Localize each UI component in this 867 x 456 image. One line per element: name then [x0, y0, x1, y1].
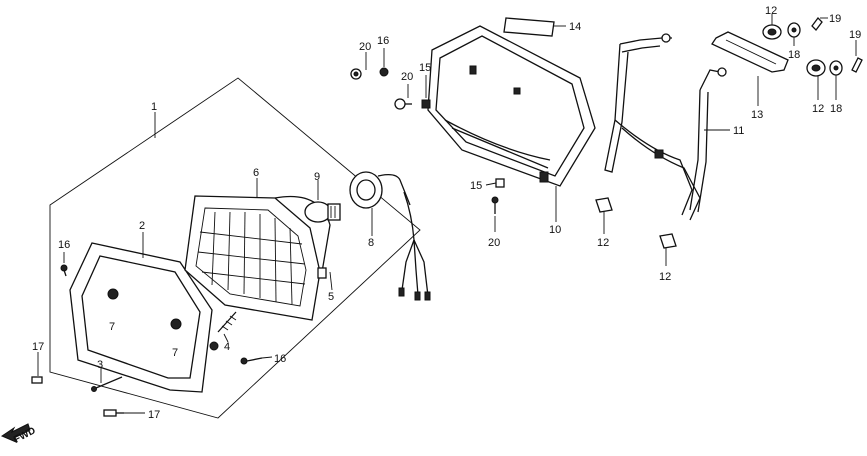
rim-clip — [209, 341, 219, 351]
callout-15a: 15 — [419, 62, 431, 74]
callout-20a: 20 — [359, 41, 371, 53]
callout-18a: 18 — [788, 49, 800, 61]
screw-16c — [240, 357, 263, 365]
callout-20c: 20 — [488, 237, 500, 249]
washer-18b — [829, 60, 843, 76]
screw-17a — [31, 376, 43, 384]
headlight-case — [427, 25, 596, 187]
callout-7a: 7 — [109, 321, 115, 333]
callout-5: 5 — [328, 291, 334, 303]
callout-3: 3 — [97, 359, 103, 371]
adjuster-5 — [317, 267, 327, 279]
headlight-stay — [604, 33, 727, 221]
callout-9: 9 — [314, 171, 320, 183]
pin-19a — [811, 17, 823, 31]
leader-16c — [261, 356, 273, 359]
stay-plate — [711, 31, 789, 73]
leader-4 — [223, 333, 229, 343]
bolt-20c — [491, 196, 499, 214]
callout-17a: 17 — [32, 341, 44, 353]
grommet-12c — [595, 197, 613, 213]
callout-12a: 12 — [765, 5, 777, 17]
screw-17b — [103, 409, 124, 417]
socket-harness — [349, 171, 431, 301]
callout-10: 10 — [549, 224, 561, 236]
callout-20b: 20 — [401, 71, 413, 83]
callout-19b: 19 — [849, 29, 861, 41]
callout-13: 13 — [751, 109, 763, 121]
callout-8: 8 — [368, 237, 374, 249]
callout-7b: 7 — [172, 347, 178, 359]
callout-16c: 16 — [274, 353, 286, 365]
callout-16b: 16 — [58, 239, 70, 251]
callout-1: 1 — [151, 101, 157, 113]
callout-14: 14 — [569, 21, 581, 33]
callout-16a: 16 — [377, 35, 389, 47]
headlight-rim — [69, 242, 219, 393]
callout-12b: 12 — [812, 103, 824, 115]
callout-12d: 12 — [659, 271, 671, 283]
callout-15b: 15 — [470, 180, 482, 192]
grommet-12b — [806, 59, 826, 77]
assembly-outline — [49, 77, 421, 419]
screw-3 — [91, 376, 123, 392]
callout-19a: 19 — [829, 13, 841, 25]
fwd-label: FWD — [12, 425, 37, 445]
callout-2: 2 — [139, 220, 145, 232]
callout-6: 6 — [253, 167, 259, 179]
callout-18b: 18 — [830, 103, 842, 115]
leader-15b — [485, 182, 497, 186]
nut-7a — [107, 288, 119, 300]
callout-4: 4 — [224, 341, 230, 353]
leader-5 — [329, 271, 333, 291]
screw-16b — [60, 264, 68, 277]
grommet-12d — [659, 233, 677, 249]
washer-20a — [350, 68, 362, 80]
washer-20b — [394, 98, 412, 110]
nut-7b — [170, 318, 182, 330]
bulb — [304, 201, 341, 223]
adjust-screw-4 — [217, 311, 237, 333]
label-plate — [503, 17, 555, 37]
callout-11: 11 — [733, 125, 744, 137]
nut-15a — [421, 99, 431, 109]
washer-18a — [787, 22, 801, 38]
nut-15b — [495, 178, 505, 188]
callout-17b: 17 — [148, 409, 160, 421]
fwd-arrow: FWD — [0, 423, 38, 446]
bolt-16a — [379, 67, 389, 77]
pin-19b — [851, 57, 863, 73]
grommet-12a — [762, 24, 782, 40]
callout-12c: 12 — [597, 237, 609, 249]
